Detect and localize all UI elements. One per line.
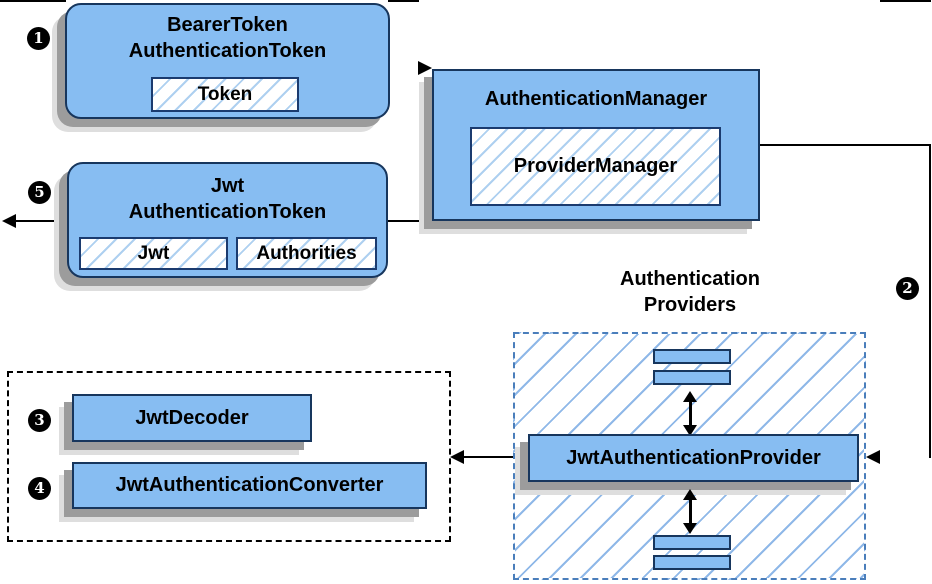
provider-slot-bar <box>653 370 731 385</box>
token-chip-label: Token <box>197 84 253 105</box>
arrowhead-right-icon <box>418 61 432 75</box>
jwt-chip-label: Jwt <box>137 243 170 264</box>
authentication-providers-label-line1: Authentication <box>620 268 760 290</box>
jwt-authentication-converter-node: JwtAuthenticationConverter <box>72 462 427 509</box>
double-arrow-shaft <box>689 499 692 524</box>
step-badge-3: 3 <box>28 409 51 432</box>
bearer-token-title-line2: AuthenticationToken <box>128 40 327 62</box>
jwt-decoder-label: JwtDecoder <box>135 407 249 429</box>
double-arrow-shaft <box>689 401 692 426</box>
bearer-token-title-line1: BearerToken <box>167 14 288 36</box>
authorities-chip: Authorities <box>236 237 377 270</box>
double-arrow-up-icon <box>683 489 697 500</box>
token-chip: Token <box>151 77 299 112</box>
connector-step1-incoming <box>0 0 66 2</box>
step-badge-4-number: 4 <box>34 479 45 497</box>
connector-bearer-to-manager <box>388 0 419 2</box>
jwt-token-title-line1: Jwt <box>210 175 245 197</box>
step-badge-3-number: 3 <box>34 411 45 429</box>
arrowhead-left-icon <box>2 214 16 228</box>
step-badge-2: 2 <box>896 277 919 300</box>
provider-manager-chip-label: ProviderManager <box>513 155 678 177</box>
step-badge-5: 5 <box>28 181 51 204</box>
double-arrow-up-icon <box>683 391 697 402</box>
step-badge-4: 4 <box>28 477 51 500</box>
arrowhead-left-icon <box>450 450 464 464</box>
provider-slot-bar <box>653 349 731 364</box>
arrowhead-left-icon <box>866 450 880 464</box>
connector-step2-vertical <box>929 144 931 458</box>
authentication-providers-label-line2: Providers <box>643 294 737 316</box>
jwt-authentication-converter-label: JwtAuthenticationConverter <box>115 474 384 496</box>
jwt-chip: Jwt <box>79 237 228 270</box>
double-arrow-down-icon <box>683 523 697 534</box>
connector-step2-bottom <box>880 0 931 2</box>
jwt-token-title-line2: AuthenticationToken <box>128 201 327 223</box>
step-badge-1-number: 1 <box>33 29 44 47</box>
authentication-manager-label: AuthenticationManager <box>484 88 708 110</box>
jwt-authentication-provider-node: JwtAuthenticationProvider <box>528 434 859 482</box>
provider-slot-bar <box>653 555 731 570</box>
step-badge-5-number: 5 <box>34 183 45 201</box>
connector-provider-to-decoder <box>464 456 514 458</box>
double-arrow-down-icon <box>683 425 697 436</box>
authentication-providers-label: Authentication Providers <box>560 266 820 318</box>
authorities-chip-label: Authorities <box>256 243 357 264</box>
connector-step2-top <box>758 144 931 146</box>
jwt-authentication-provider-label: JwtAuthenticationProvider <box>566 447 821 469</box>
step-badge-1: 1 <box>27 27 50 50</box>
provider-manager-chip: ProviderManager <box>470 127 721 206</box>
step-badge-2-number: 2 <box>902 279 913 297</box>
jwt-decoder-node: JwtDecoder <box>72 394 312 442</box>
provider-slot-bar <box>653 535 731 550</box>
